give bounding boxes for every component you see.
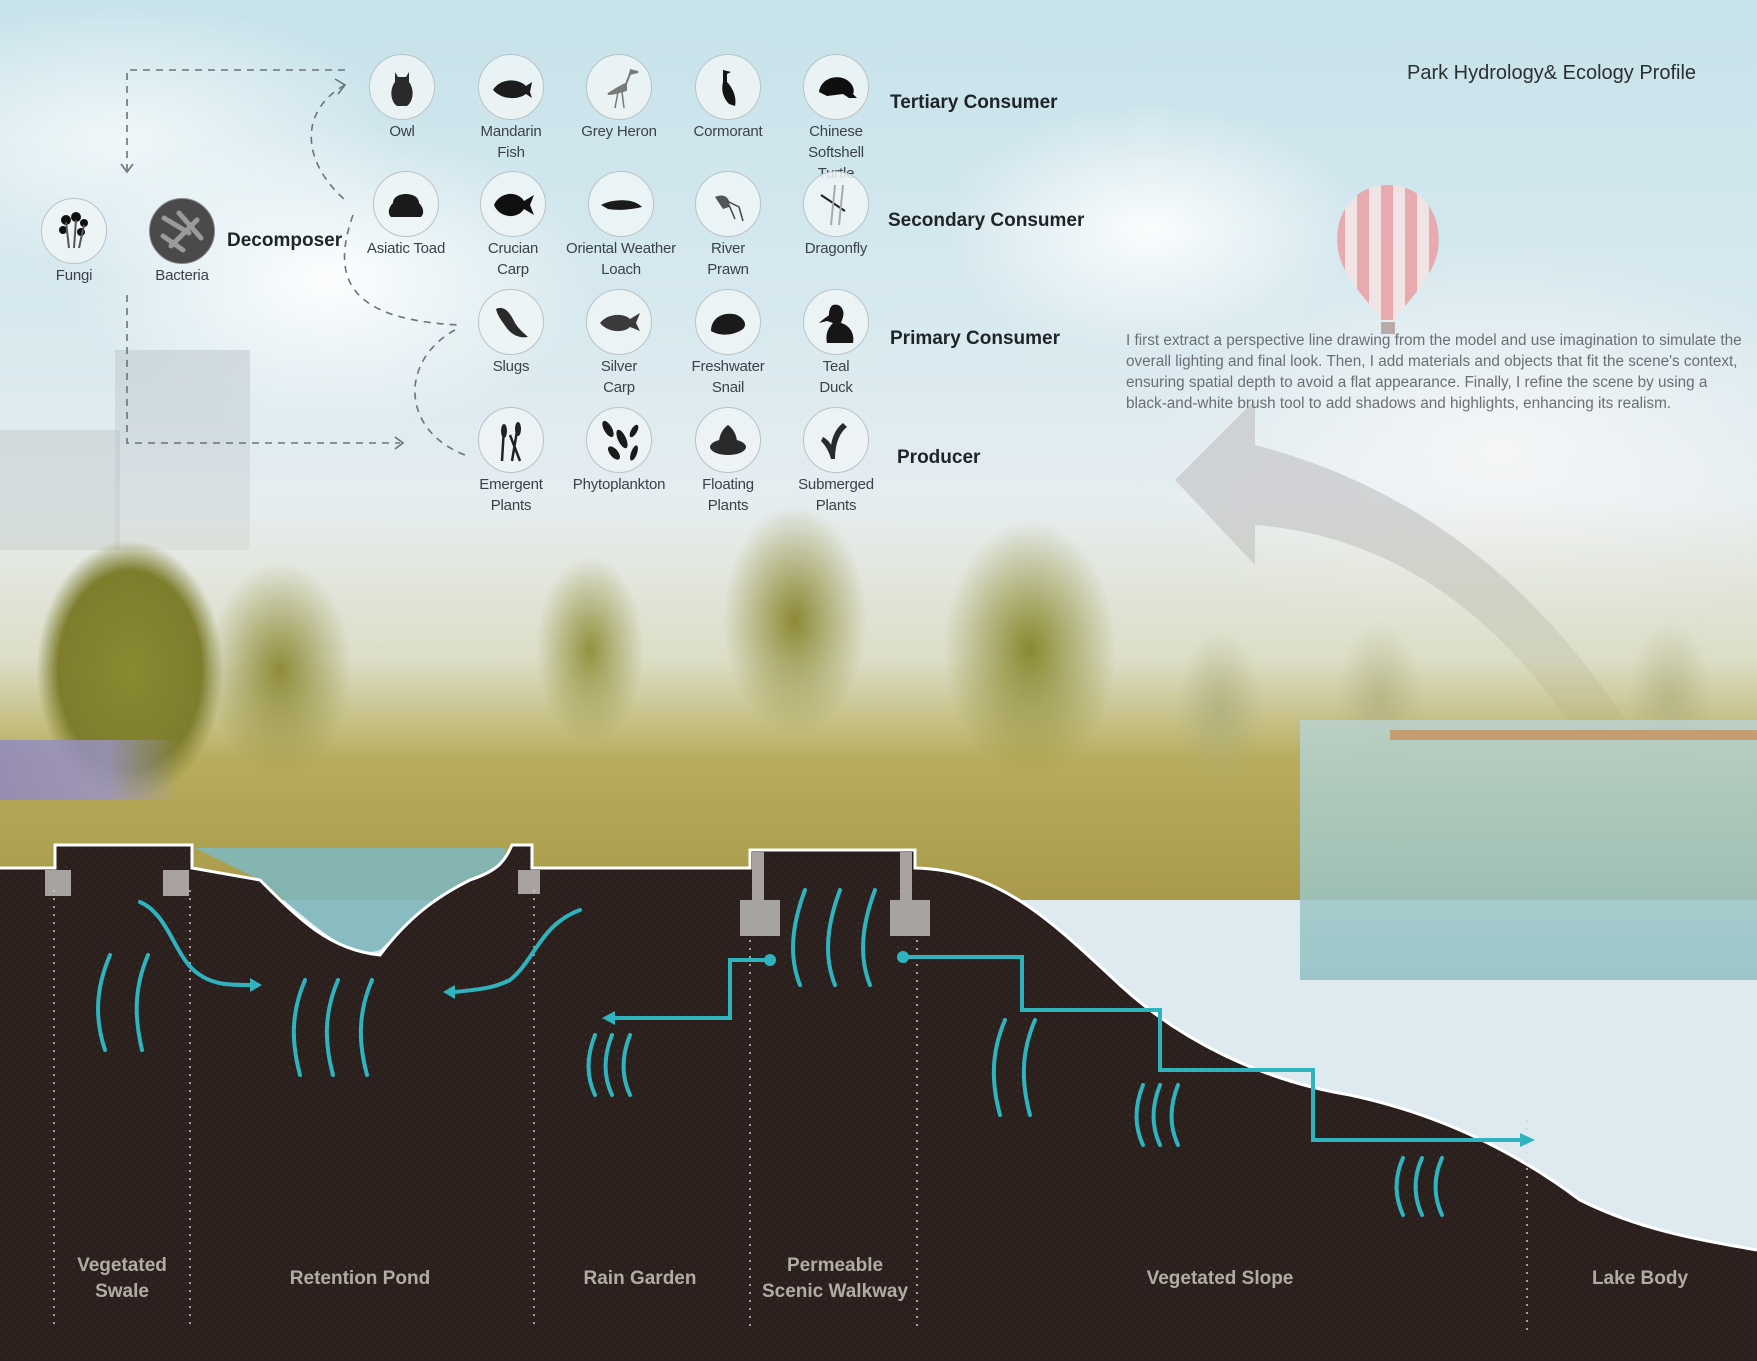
species-grey-heron[interactable]: Grey Heron [564,54,674,142]
species-emergent-plants[interactable]: Emergent Plants [456,407,566,516]
level-label-decomposer: Decomposer [227,230,343,251]
species-loach[interactable]: Oriental Weather Loach [566,171,676,280]
page-title: Park Hydrology& Ecology Profile [1407,62,1697,84]
fungi-icon [41,198,107,264]
species-cormorant[interactable]: Cormorant [673,54,783,142]
hot-air-balloon-icon [1337,185,1439,334]
species-floating-plants[interactable]: Floating Plants [673,407,783,516]
zone-label-vegetated-swale: Vegetated Swale [77,1255,167,1302]
lavender-bed [0,740,180,800]
phytoplankton-icon [586,407,652,473]
lake-water [1300,720,1757,980]
species-bacteria[interactable]: Bacteria [127,198,237,286]
snail-icon [695,289,761,355]
mandarin-fish-icon [478,54,544,120]
species-teal-duck[interactable]: Teal Duck [781,289,891,398]
turtle-icon [803,54,869,120]
species-dragonfly[interactable]: Dragonfly [781,171,891,259]
level-label-secondary: Secondary Consumer [888,210,1085,231]
species-mandarin-fish[interactable]: Mandarin Fish [456,54,566,163]
zone-label-rain-garden: Rain Garden [583,1268,697,1289]
species-submerged-plants[interactable]: Submerged Plants [781,407,891,516]
level-label-producer: Producer [897,447,981,468]
slug-icon [478,289,544,355]
cormorant-icon [695,54,761,120]
species-slugs[interactable]: Slugs [456,289,566,377]
grey-heron-icon [586,54,652,120]
level-label-primary: Primary Consumer [890,328,1061,349]
species-silver-carp[interactable]: Silver Carp [564,289,674,398]
level-label-tertiary: Tertiary Consumer [890,92,1058,113]
crucian-carp-icon [480,171,546,237]
zone-label-retention-pond: Retention Pond [289,1268,431,1289]
toad-icon [373,171,439,237]
prawn-icon [695,171,761,237]
floating-plants-icon [695,407,761,473]
silver-carp-icon [586,289,652,355]
bacteria-icon [149,198,215,264]
species-fungi[interactable]: Fungi [19,198,129,286]
zone-label-lake-body: Lake Body [1591,1268,1689,1289]
loach-icon [588,171,654,237]
curved-arrow-icon [1175,400,1625,745]
species-crucian-carp[interactable]: Crucian Carp [458,171,568,280]
description-text: I first extract a perspective line drawi… [1126,332,1742,412]
species-freshwater-snail[interactable]: Freshwater Snail [673,289,783,398]
water-flow-arrows [96,888,1522,1217]
species-asiatic-toad[interactable]: Asiatic Toad [351,171,461,259]
dragonfly-icon [803,171,869,237]
species-owl[interactable]: Owl [347,54,457,142]
zone-label-vegetated-slope: Vegetated Slope [1146,1268,1294,1289]
wooden-pier [1390,730,1757,740]
species-phytoplankton[interactable]: Phytoplankton [564,407,674,495]
species-turtle[interactable]: Chinese Softshell Turtle [781,54,891,184]
food-web-connectors [120,69,466,456]
submerged-plants-icon [803,407,869,473]
zone-label-permeable-walkway: Permeable Scenic Walkway [761,1255,909,1302]
species-river-prawn[interactable]: River Prawn [673,171,783,280]
emergent-plants-icon [478,407,544,473]
duck-icon [803,289,869,355]
owl-icon [369,54,435,120]
